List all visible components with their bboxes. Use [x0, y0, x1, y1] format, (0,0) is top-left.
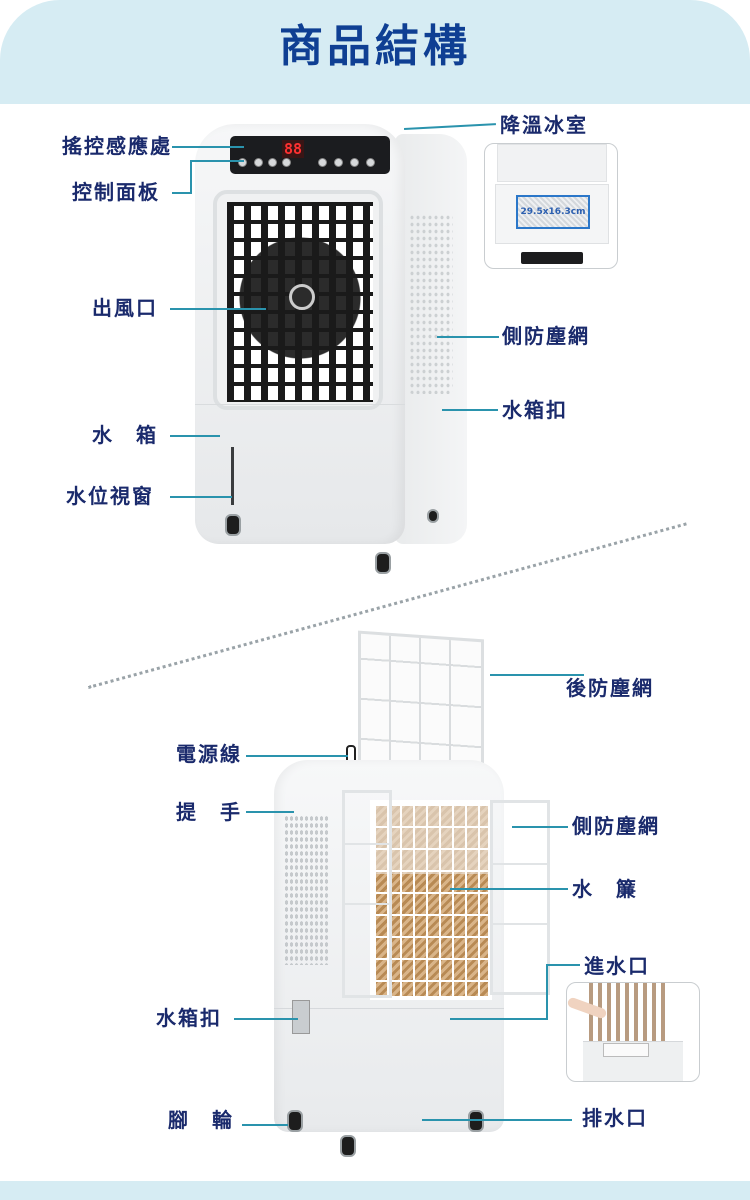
- footer-band: [0, 1181, 750, 1200]
- label-tank-latch-front: 水箱扣: [502, 398, 568, 422]
- label-cooling-pad: 水 簾: [572, 877, 638, 901]
- header-band: [0, 0, 750, 104]
- tank-seam: [195, 404, 405, 405]
- label-control-panel: 控制面板: [72, 180, 160, 204]
- ice-chamber-inset: 29.5x16.3cm: [484, 143, 618, 269]
- label-handle: 提 手: [176, 800, 242, 824]
- label-water-level-window: 水位視窗: [66, 484, 154, 508]
- leader-line: [546, 964, 580, 966]
- water-level-window: [231, 447, 234, 505]
- label-drain-outlet: 排水口: [582, 1106, 648, 1130]
- leader-line: [490, 674, 584, 676]
- side-filter-door-open: [490, 800, 550, 995]
- panel-button: [318, 158, 327, 167]
- unit-side-panel: [395, 134, 467, 544]
- rear-left-filter-door: [342, 790, 392, 998]
- leader-line: [246, 811, 294, 813]
- leader-line: [450, 888, 568, 890]
- ice-chamber-lid: [497, 144, 607, 182]
- ice-chamber-dimension: 29.5x16.3cm: [520, 207, 586, 217]
- leader-line: [190, 160, 192, 194]
- label-rear-dust-filter: 後防塵網: [566, 676, 654, 700]
- fan-hub-icon: [289, 284, 315, 310]
- label-power-cord: 電源線: [176, 742, 242, 766]
- label-side-dust-filter-rear: 側防塵網: [572, 814, 660, 838]
- label-water-inlet: 進水口: [584, 954, 650, 978]
- panel-button: [268, 158, 277, 167]
- leader-line: [546, 964, 548, 1020]
- panel-button: [238, 158, 247, 167]
- side-vent: [284, 815, 330, 965]
- caster-wheel: [340, 1135, 356, 1157]
- ice-area: 29.5x16.3cm: [516, 195, 590, 229]
- panel-button: [254, 158, 263, 167]
- caster-wheel: [287, 1110, 303, 1132]
- label-ice-chamber: 降溫冰室: [500, 113, 588, 137]
- pad-grille: [374, 804, 488, 996]
- unit-front-body: 88: [195, 124, 405, 544]
- leader-line: [172, 146, 244, 148]
- leader-line: [190, 160, 244, 162]
- leader-line: [450, 1018, 548, 1020]
- panel-button: [282, 158, 291, 167]
- rear-dust-filter: [358, 630, 484, 780]
- inset-control-panel: [521, 252, 583, 264]
- label-air-outlet: 出風口: [92, 296, 158, 320]
- caster-wheel: [375, 552, 391, 574]
- leader-line: [442, 409, 498, 411]
- fan-louvers: [227, 202, 373, 402]
- leader-line: [242, 1124, 288, 1126]
- caster-wheel: [427, 509, 439, 523]
- side-dust-filter-vent: [409, 214, 453, 394]
- label-side-dust-filter-front: 側防塵網: [502, 324, 590, 348]
- control-panel: 88: [230, 136, 390, 174]
- label-remote-sensor: 搖控感應處: [62, 134, 172, 158]
- caster-wheel: [468, 1110, 484, 1132]
- temperature-display: 88: [282, 140, 305, 158]
- label-tank-latch-rear: 水箱扣: [156, 1006, 222, 1030]
- leader-line: [170, 308, 266, 310]
- leader-line: [246, 755, 348, 757]
- leader-line: [170, 435, 220, 437]
- leader-line: [422, 1119, 572, 1121]
- tank-seam: [274, 1008, 504, 1009]
- page-title: 商品結構: [279, 21, 471, 72]
- leader-line: [172, 192, 192, 194]
- air-outlet-grille: [213, 190, 383, 410]
- leader-line: [437, 336, 499, 338]
- caster-wheel: [225, 514, 241, 536]
- label-casters: 腳 輪: [168, 1108, 234, 1132]
- inset-inlet-drawer: [603, 1043, 649, 1057]
- leader-line: [512, 826, 568, 828]
- leader-line: [234, 1018, 298, 1020]
- leader-line: [170, 496, 232, 498]
- water-inlet-inset: [566, 982, 700, 1082]
- front-view-air-cooler: 88: [195, 124, 475, 574]
- ice-tray: 29.5x16.3cm: [495, 184, 609, 244]
- label-water-tank: 水 箱: [92, 423, 158, 447]
- panel-button: [350, 158, 359, 167]
- panel-button: [366, 158, 375, 167]
- tank-latch: [292, 1000, 310, 1034]
- panel-button: [334, 158, 343, 167]
